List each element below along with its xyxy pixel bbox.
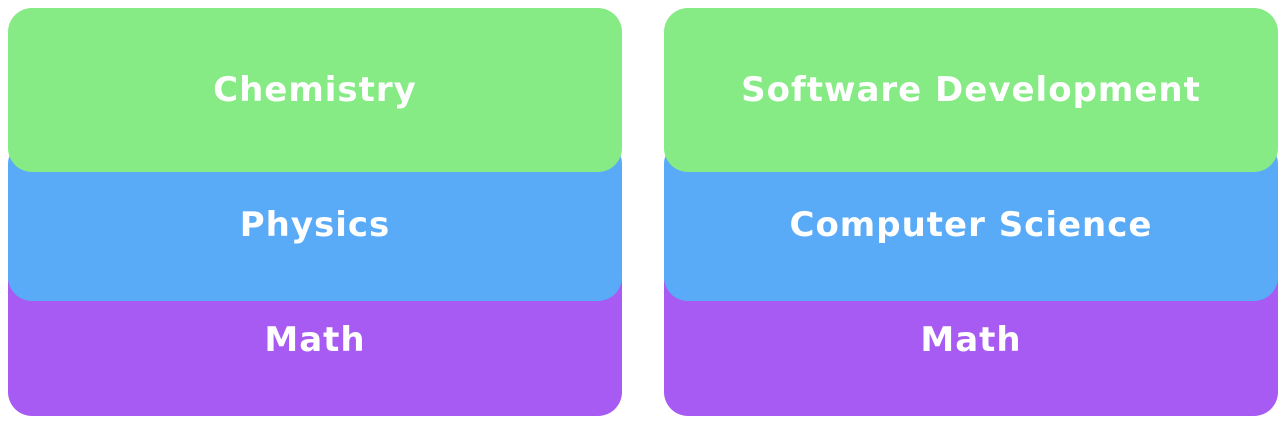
layer-label: Software Development: [741, 70, 1201, 110]
layer-label: Physics: [239, 205, 391, 245]
layer-label: Chemistry: [213, 70, 417, 110]
stack-right: Software Development Computer Science Ma…: [664, 8, 1278, 416]
layer-chemistry: Chemistry: [8, 8, 622, 172]
layer-label: Math: [264, 320, 366, 360]
layer-software-development: Software Development: [664, 8, 1278, 172]
stack-left: Chemistry Physics Math: [8, 8, 622, 416]
layer-label: Computer Science: [789, 205, 1153, 245]
layer-label: Math: [920, 320, 1022, 360]
